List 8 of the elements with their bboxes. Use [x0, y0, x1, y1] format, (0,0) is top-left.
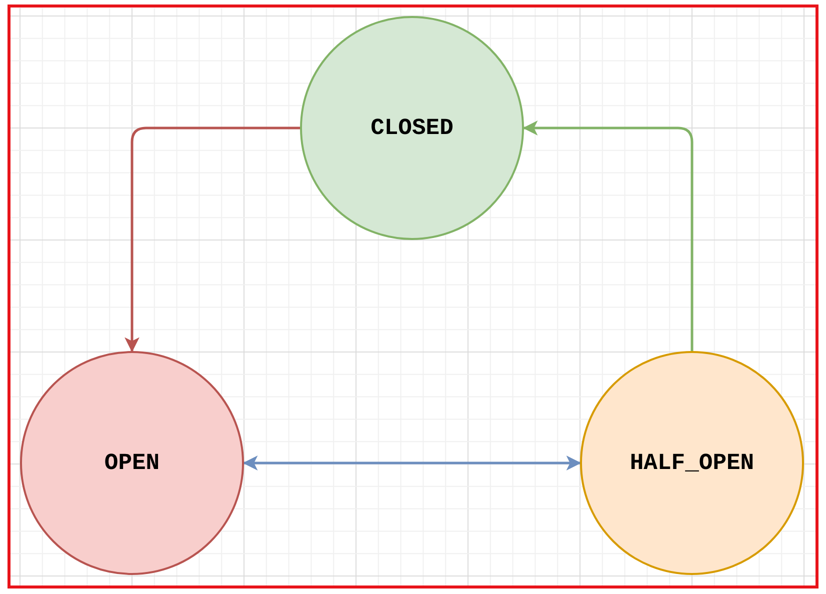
arrow [522, 120, 694, 351]
state-circle [580, 351, 804, 575]
state-label: OPEN [104, 450, 160, 476]
state-label: HALF_OPEN [630, 450, 754, 476]
state-circle [20, 351, 244, 575]
arrow [242, 456, 582, 470]
arrow [124, 126, 300, 352]
state-label: CLOSED [370, 115, 454, 141]
